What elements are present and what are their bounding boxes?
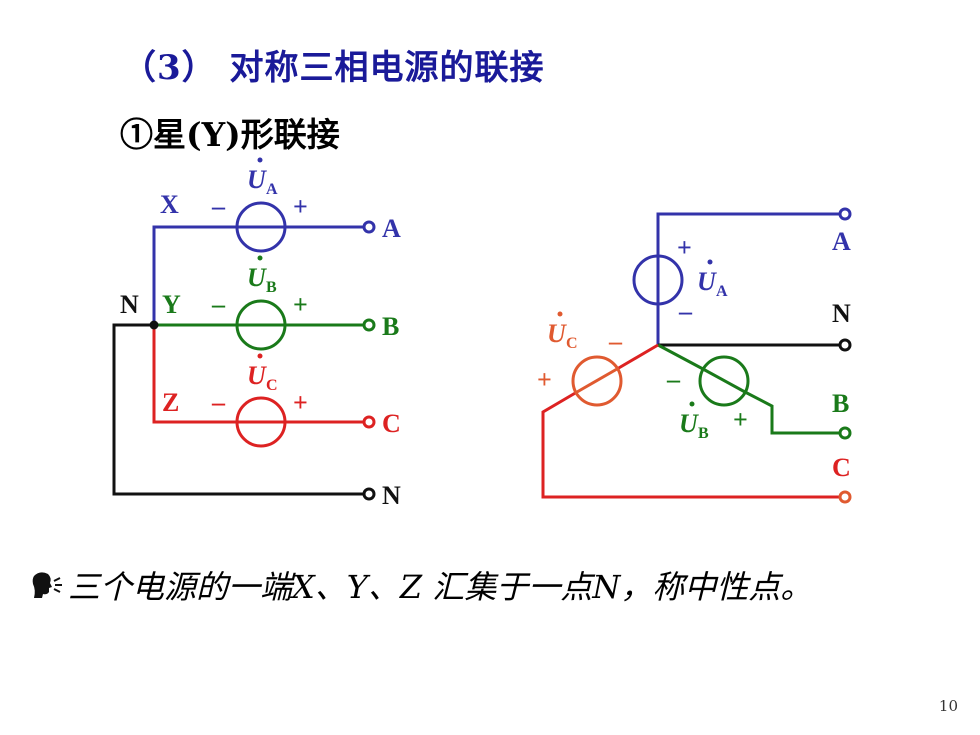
svg-text:B: B <box>266 279 277 296</box>
left-a-minus: – <box>211 192 226 221</box>
svg-text:U: U <box>547 319 567 348</box>
left-voltage-ub: U B <box>247 255 277 296</box>
left-label-y: Y <box>162 290 181 319</box>
left-voltage-ua: U A <box>247 157 278 198</box>
right-voltage-uc: U C <box>547 311 578 352</box>
right-c-minus: – <box>608 327 623 356</box>
left-labels: X Y Z N A B C N – + – + – + U A U B U C <box>120 157 401 510</box>
right-wire-b <box>657 343 840 435</box>
left-terminal-c[interactable] <box>362 415 376 429</box>
left-term-n-label: N <box>382 481 401 510</box>
svg-text:U: U <box>697 267 717 296</box>
left-neutral-node <box>149 320 159 330</box>
svg-text:C: C <box>266 377 278 394</box>
speaker-head-icon <box>32 572 62 598</box>
left-c-minus: – <box>211 388 226 417</box>
right-a-plus: + <box>677 233 692 262</box>
note-text: 三个电源的一端X、Y、Z 汇集于一点N，称中性点。 <box>68 568 813 606</box>
right-terminal-n[interactable] <box>838 338 852 352</box>
svg-text:U: U <box>679 409 699 438</box>
right-terminal-a[interactable] <box>838 207 852 221</box>
right-voltage-ub: U B <box>679 401 709 442</box>
right-source-b <box>698 355 750 407</box>
right-b-plus: + <box>733 405 748 434</box>
right-source-c <box>571 355 623 407</box>
right-term-a-label: A <box>832 227 851 256</box>
right-terminal-b[interactable] <box>838 426 852 440</box>
left-a-plus: + <box>293 192 308 221</box>
left-term-b-label: B <box>382 312 399 341</box>
right-terminal-c[interactable] <box>838 490 852 504</box>
left-voltage-uc: U C <box>247 353 278 394</box>
left-c-plus: + <box>293 388 308 417</box>
page-title: （3） 对称三相电源的联接 <box>122 48 545 88</box>
right-term-c-label: C <box>832 453 851 482</box>
svg-text:U: U <box>247 361 267 390</box>
left-wire-n <box>112 323 364 496</box>
left-label-z: Z <box>162 388 179 417</box>
left-star-diagram <box>112 201 376 501</box>
left-wire-a <box>152 225 364 325</box>
left-label-n: N <box>120 290 139 319</box>
left-term-c-label: C <box>382 409 401 438</box>
left-b-plus: + <box>293 290 308 319</box>
right-wire-c <box>541 343 840 499</box>
right-term-b-label: B <box>832 389 849 418</box>
left-terminal-n[interactable] <box>362 487 376 501</box>
left-label-x: X <box>160 190 179 219</box>
right-b-minus: – <box>666 365 681 394</box>
section-subtitle: ①星(Y)形联接 <box>120 115 340 154</box>
page-number: 10 <box>938 697 958 715</box>
svg-text:B: B <box>698 425 709 442</box>
svg-text:C: C <box>566 335 578 352</box>
right-wire-a <box>656 212 840 345</box>
left-wire-c <box>152 325 364 424</box>
left-term-a-label: A <box>382 214 401 243</box>
svg-text:A: A <box>266 181 278 198</box>
left-terminal-b[interactable] <box>362 318 376 332</box>
right-term-n-label: N <box>832 299 851 328</box>
left-terminal-a[interactable] <box>362 220 376 234</box>
right-c-plus: + <box>537 365 552 394</box>
svg-text:U: U <box>247 165 267 194</box>
right-labels: A N B C + – – + – + U A U C U B <box>537 227 851 482</box>
right-a-minus: – <box>678 297 693 326</box>
svg-text:U: U <box>247 263 267 292</box>
svg-text:A: A <box>716 283 728 300</box>
left-b-minus: – <box>211 290 226 319</box>
neutral-point-note: 三个电源的一端X、Y、Z 汇集于一点N，称中性点。 <box>30 562 812 608</box>
right-star-diagram <box>541 207 852 504</box>
right-voltage-ua: U A <box>697 259 728 300</box>
